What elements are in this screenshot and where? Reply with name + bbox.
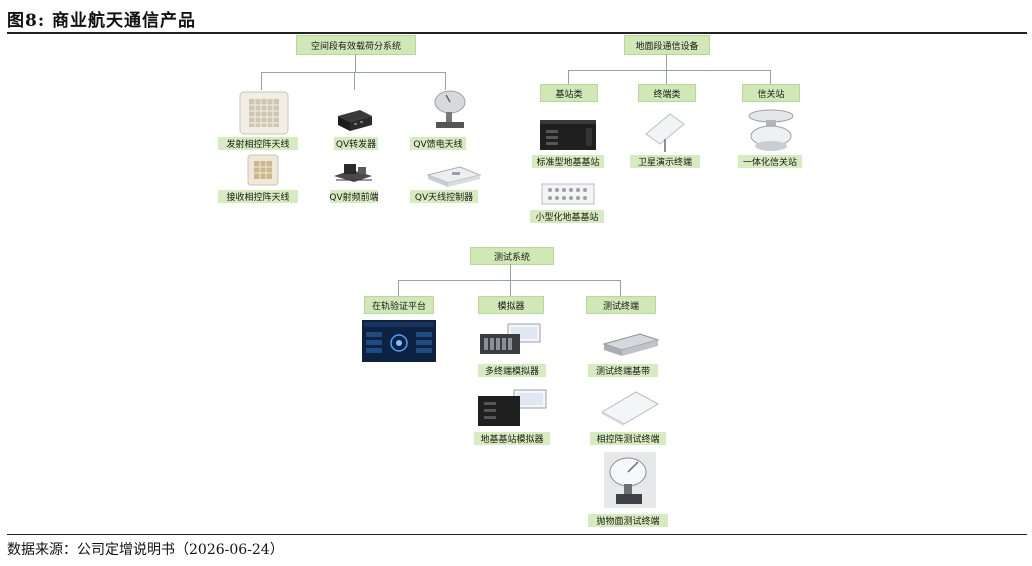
ground-item-demo-terminal: 卫星演示终端 bbox=[630, 155, 700, 168]
payload-item-transponder: QV转发器 bbox=[334, 137, 378, 150]
test-item-base-station-sim: 地基基站模拟器 bbox=[474, 432, 550, 445]
rack-server-icon bbox=[540, 120, 596, 150]
gateway-dish-icon bbox=[748, 109, 794, 151]
connector bbox=[510, 264, 511, 280]
test-item-parabolic-terminal: 抛物面测试终端 bbox=[588, 514, 668, 527]
feed-dish-antenna-icon bbox=[434, 90, 466, 128]
connector bbox=[666, 70, 667, 84]
test-category-simulator: 模拟器 bbox=[478, 296, 544, 314]
bottom-divider bbox=[7, 534, 1027, 535]
connector bbox=[510, 280, 511, 296]
payload-item-rf-frontend: QV射频前端 bbox=[329, 190, 379, 203]
platform-screen-icon bbox=[362, 320, 436, 362]
top-divider bbox=[7, 32, 1027, 34]
antenna-controller-icon bbox=[426, 166, 482, 187]
phased-array-panel-icon bbox=[247, 154, 279, 186]
connector bbox=[568, 70, 569, 84]
test-item-array-terminal: 相控阵测试终端 bbox=[590, 432, 666, 445]
connector bbox=[398, 280, 620, 281]
simulator-rack-icon bbox=[478, 389, 547, 426]
phased-array-panel-icon bbox=[239, 91, 289, 135]
connector bbox=[568, 70, 770, 71]
figure-title: 图8: 商业航天通信产品 bbox=[7, 11, 197, 31]
transponder-box-icon bbox=[338, 110, 372, 131]
rf-frontend-icon bbox=[334, 164, 372, 182]
connector bbox=[445, 72, 446, 90]
connector bbox=[354, 72, 355, 90]
payload-header: 空间段有效载荷分系统 bbox=[296, 35, 416, 55]
ground-item-gateway: 一体化信关站 bbox=[738, 155, 802, 168]
ground-item-small-base-station: 小型化地基基站 bbox=[530, 210, 604, 223]
ground-item-standard-base-station: 标准型地基基站 bbox=[532, 155, 604, 168]
connector bbox=[666, 54, 667, 70]
small-base-station-icon bbox=[541, 183, 595, 205]
parabolic-dish-icon bbox=[604, 452, 656, 508]
connector bbox=[398, 280, 399, 296]
test-category-onorbit: 在轨验证平台 bbox=[364, 296, 434, 314]
ground-category-gateway: 信关站 bbox=[742, 84, 800, 102]
test-header: 测试系统 bbox=[470, 247, 554, 265]
ground-header: 地面段通信设备 bbox=[624, 35, 710, 55]
flat-panel-terminal-icon bbox=[645, 113, 685, 152]
payload-item-antenna-controller: QV天线控制器 bbox=[410, 190, 478, 203]
ground-category-terminal: 终端类 bbox=[638, 84, 696, 102]
ground-category-base-station: 基站类 bbox=[540, 84, 598, 102]
baseband-unit-icon bbox=[602, 333, 660, 356]
test-item-multi-terminal-sim: 多终端模拟器 bbox=[478, 364, 546, 377]
payload-item-rx-array: 接收相控阵天线 bbox=[218, 190, 298, 203]
connector bbox=[770, 70, 771, 84]
connector bbox=[355, 54, 356, 72]
simulator-rack-icon bbox=[480, 323, 541, 354]
test-item-baseband: 测试终端基带 bbox=[588, 364, 658, 377]
source-note: 数据来源：公司定增说明书（2026-06-24） bbox=[7, 542, 284, 558]
connector bbox=[620, 280, 621, 296]
connector bbox=[261, 72, 445, 73]
test-category-test-terminal: 测试终端 bbox=[586, 296, 656, 314]
payload-item-feed-antenna: QV馈电天线 bbox=[410, 137, 466, 150]
phased-array-terminal-icon bbox=[600, 391, 660, 426]
connector bbox=[261, 72, 262, 90]
payload-item-tx-array: 发射相控阵天线 bbox=[218, 137, 298, 150]
